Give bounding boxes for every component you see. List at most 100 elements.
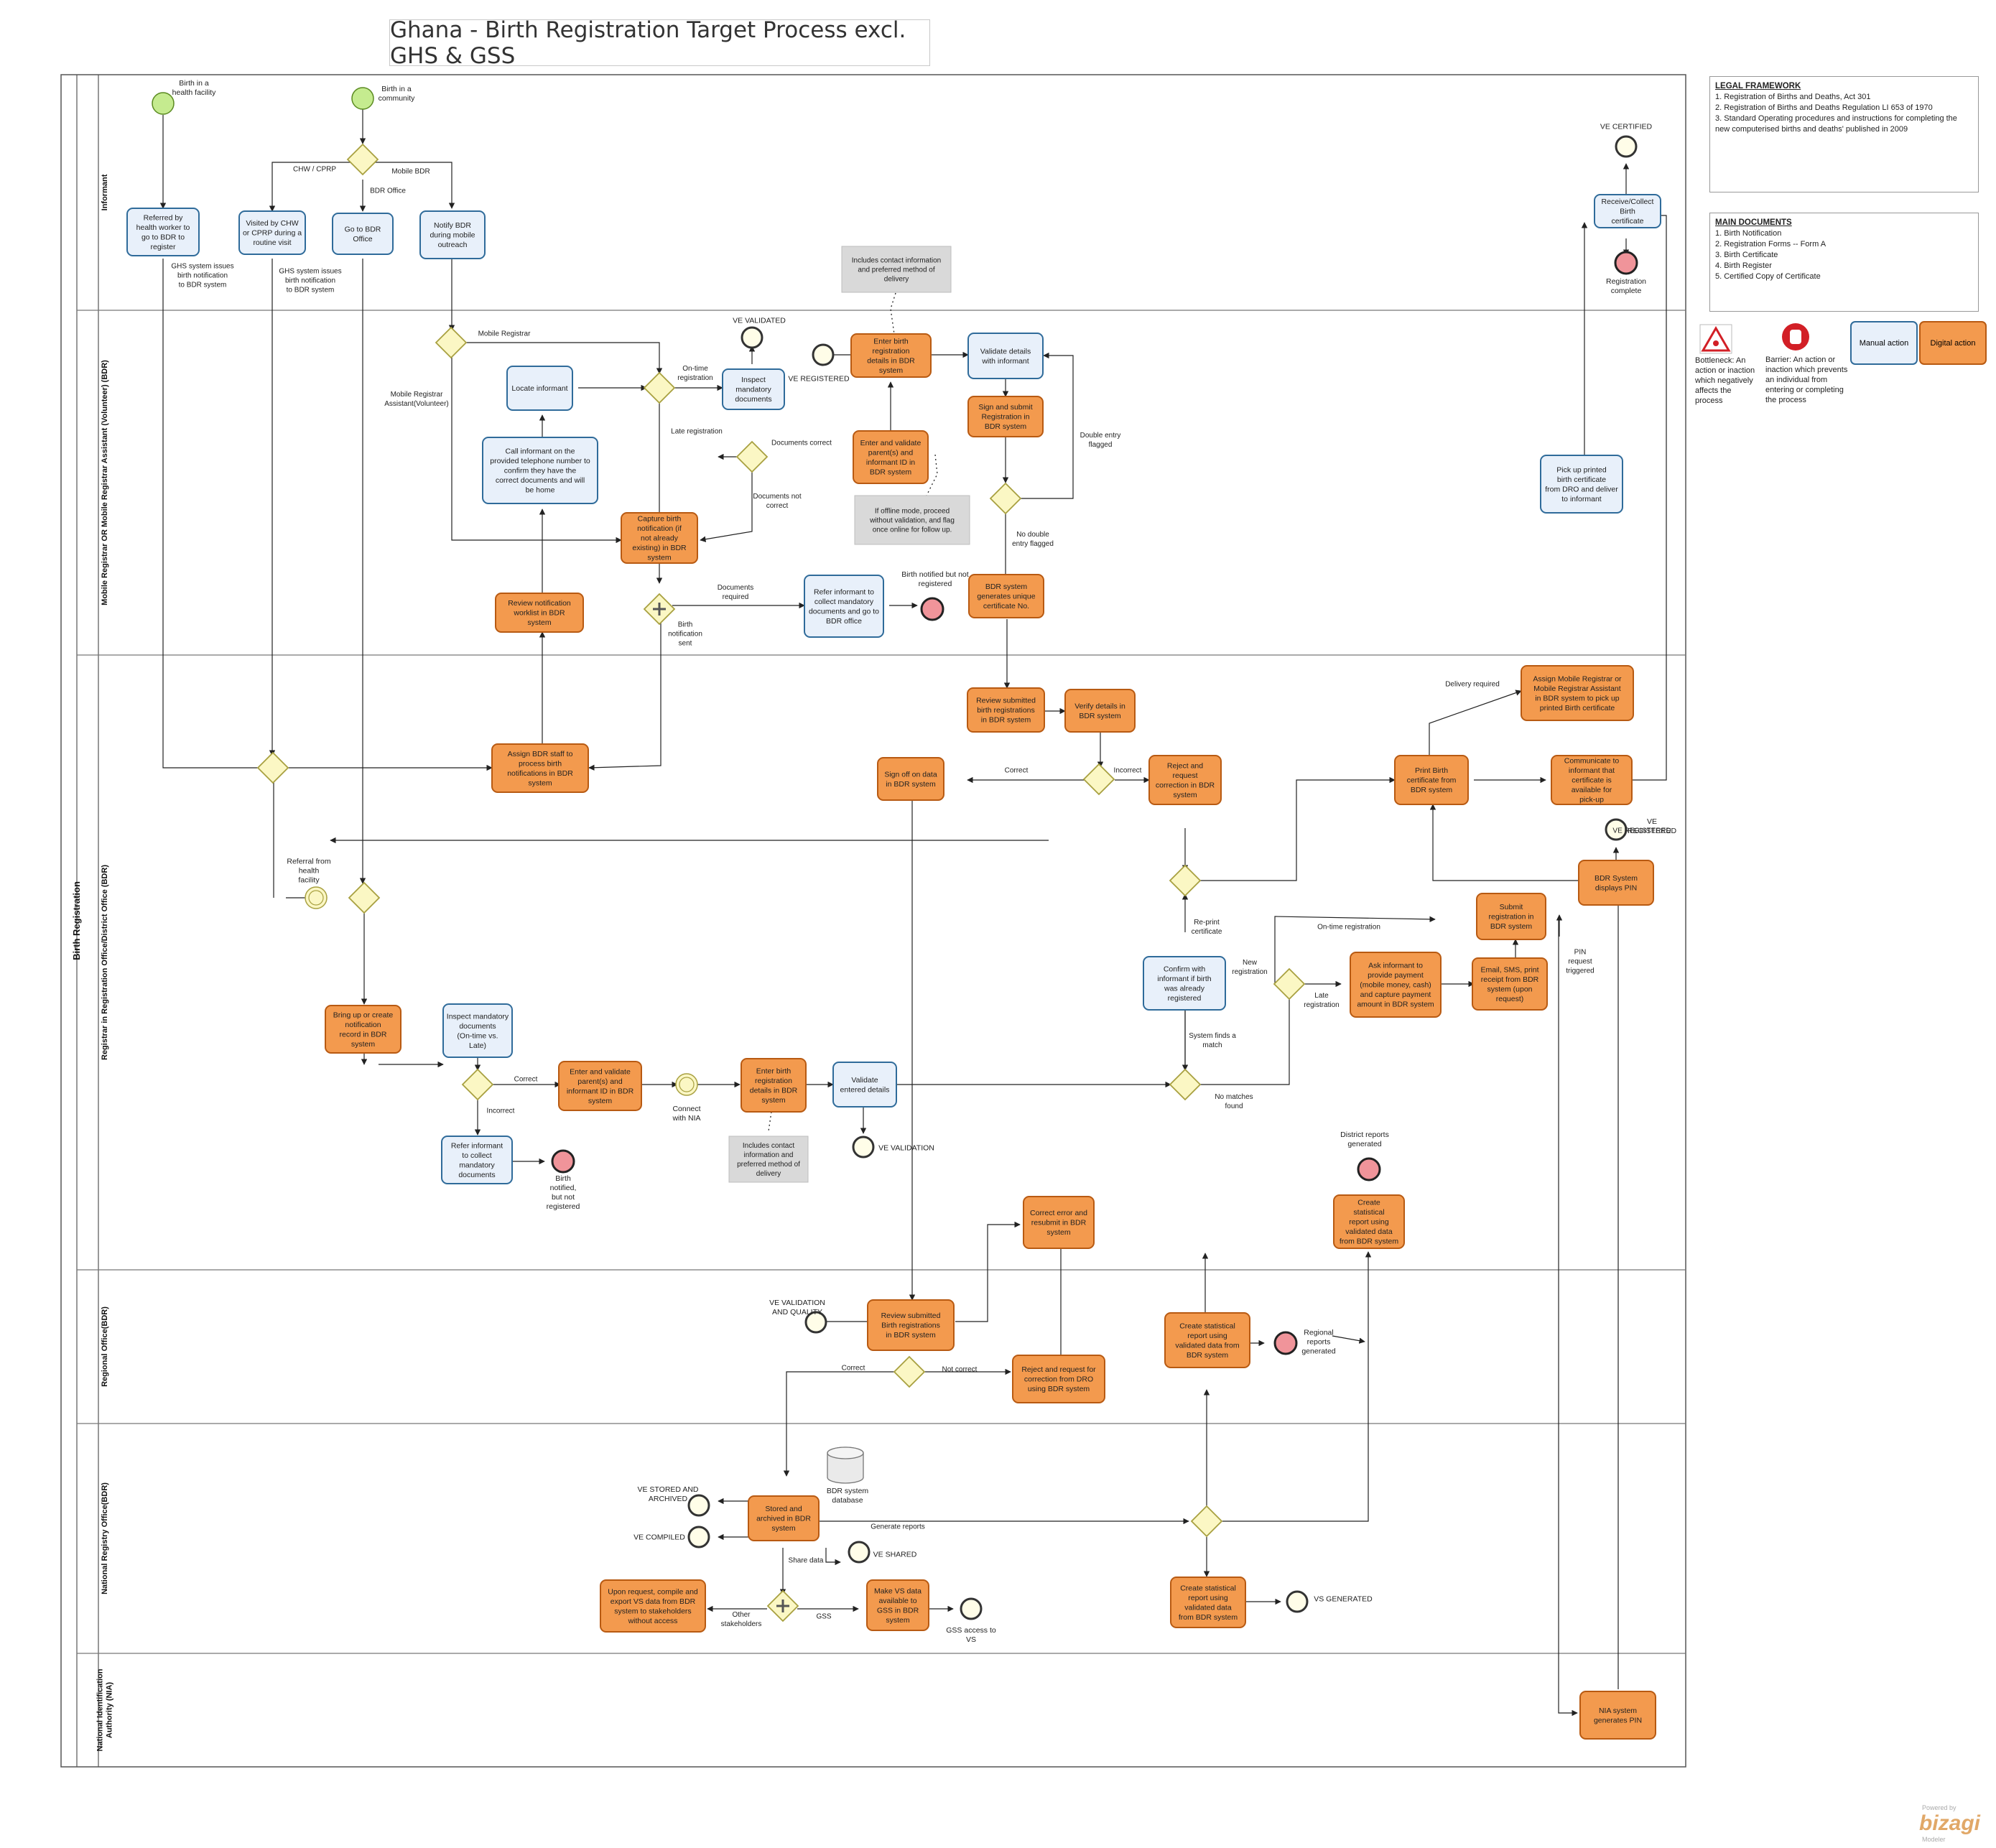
lane-label: National Registry Office(BDR) xyxy=(101,1482,109,1594)
task-box xyxy=(600,1579,706,1633)
event-label: VS GENERATED xyxy=(1314,1595,1373,1604)
task-label: Locate informant xyxy=(511,384,567,393)
task-box xyxy=(332,213,394,255)
task-box xyxy=(867,1299,955,1351)
legal-framework-box: LEGAL FRAMEWORK 1. Registration of Birth… xyxy=(1709,76,1979,192)
flow-label: Correct xyxy=(1005,767,1029,775)
gateway xyxy=(461,1068,494,1101)
sequence-flow xyxy=(1332,1335,1365,1344)
gateway xyxy=(1169,864,1202,897)
gateway xyxy=(735,440,769,473)
task-box xyxy=(1012,1355,1105,1403)
gateway xyxy=(989,482,1022,515)
modeler-label: Modeler xyxy=(1922,1836,1946,1843)
bizagi-logo: bizagi xyxy=(1919,1811,1981,1835)
end-event xyxy=(1273,1331,1298,1355)
gateway xyxy=(348,881,381,914)
task-box xyxy=(1164,1312,1250,1368)
flow-label: Incorrect xyxy=(1114,767,1142,775)
task-box xyxy=(621,512,698,564)
end-event-milestone xyxy=(960,1597,983,1620)
end-event-milestone xyxy=(1605,818,1628,841)
task-box xyxy=(967,687,1045,733)
flow-label: Share data xyxy=(789,1557,824,1565)
document-item: 5. Certified Copy of Certificate xyxy=(1715,272,1821,281)
task-box xyxy=(482,437,598,504)
event-label: VE VALIDATED xyxy=(733,317,786,325)
legal-item: 2. Registration of Births and Deaths Reg… xyxy=(1715,103,1933,112)
document-item: 2. Registration Forms -- Form A xyxy=(1715,240,1826,249)
end-event-milestone xyxy=(852,1136,875,1159)
legal-framework-heading: LEGAL FRAMEWORK xyxy=(1715,82,1801,90)
end-event xyxy=(551,1149,575,1174)
flow-label: Delivery required xyxy=(1445,681,1500,689)
end-event-milestone xyxy=(804,1311,827,1334)
event-label: VE CERTIFIED xyxy=(1600,123,1653,131)
document-item: 1. Birth Notification xyxy=(1715,229,1782,238)
task-box xyxy=(866,1579,929,1631)
bottleneck-icon xyxy=(1699,324,1732,354)
task-box xyxy=(1521,665,1634,721)
task-box xyxy=(1394,755,1469,805)
gateway xyxy=(1190,1505,1223,1538)
task-box xyxy=(1594,194,1661,228)
sequence-flow xyxy=(363,162,455,209)
task-box xyxy=(748,1495,820,1541)
gateway xyxy=(893,1355,926,1388)
start-event xyxy=(152,92,175,115)
diagram-title: Ghana - Birth Registration Target Proces… xyxy=(389,17,930,69)
main-documents-heading: MAIN DOCUMENTS xyxy=(1715,218,1792,227)
task-box xyxy=(1023,1196,1095,1249)
flow-label: Correct xyxy=(842,1365,865,1373)
task-box xyxy=(1472,957,1548,1011)
task-box xyxy=(1540,455,1623,514)
flow-label: Mobile Registrar xyxy=(478,330,531,338)
lane-label: National IdentificationAuthority (NIA) xyxy=(96,1668,114,1751)
task-box xyxy=(238,210,306,255)
flow-label: Mobile BDR xyxy=(391,168,430,176)
annotation-box xyxy=(728,1136,809,1183)
barrier-icon xyxy=(1782,323,1809,350)
flow-label: Correct xyxy=(514,1076,538,1084)
task-box xyxy=(1143,956,1226,1011)
annotation-box xyxy=(854,495,970,545)
sequence-flow xyxy=(1429,689,1522,756)
intermediate-event xyxy=(675,1073,698,1096)
sequence-flow xyxy=(269,162,363,212)
task-box xyxy=(1333,1194,1405,1249)
task-box xyxy=(741,1058,807,1113)
task-box xyxy=(853,430,929,484)
task-box xyxy=(1170,1577,1246,1628)
